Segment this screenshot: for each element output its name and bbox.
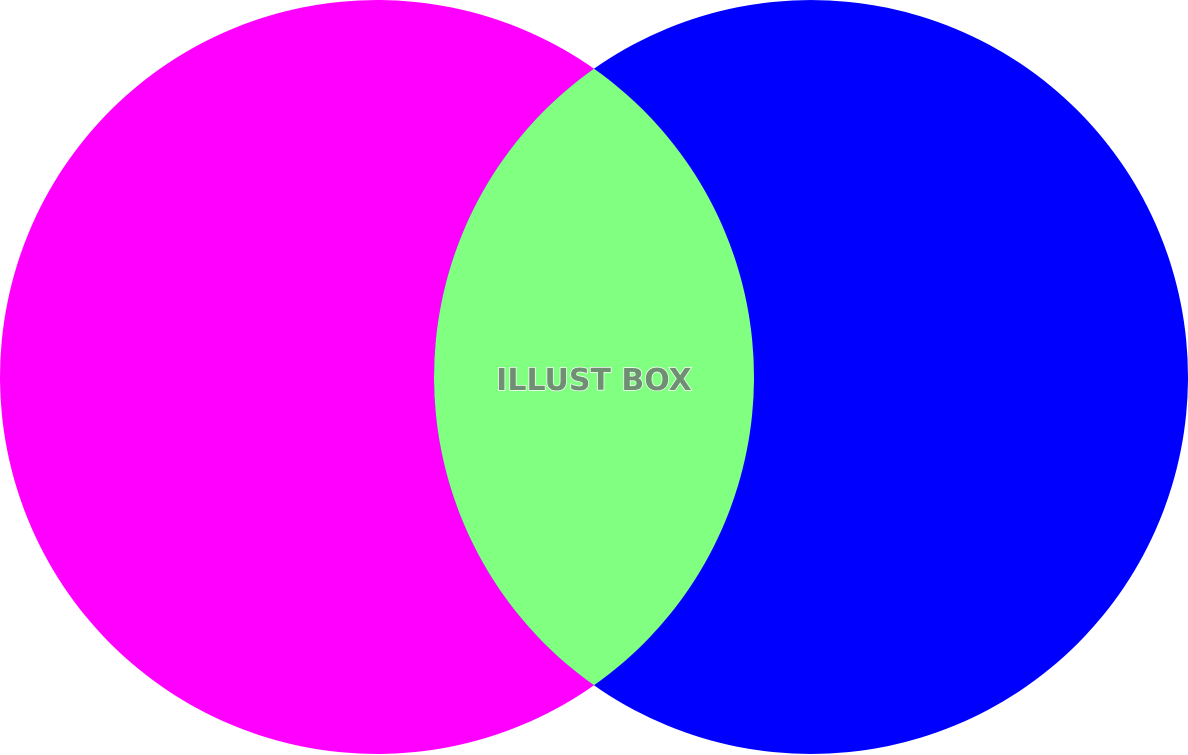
- intersection-region: [434, 0, 754, 754]
- watermark-text: ILLUST BOX: [496, 363, 692, 398]
